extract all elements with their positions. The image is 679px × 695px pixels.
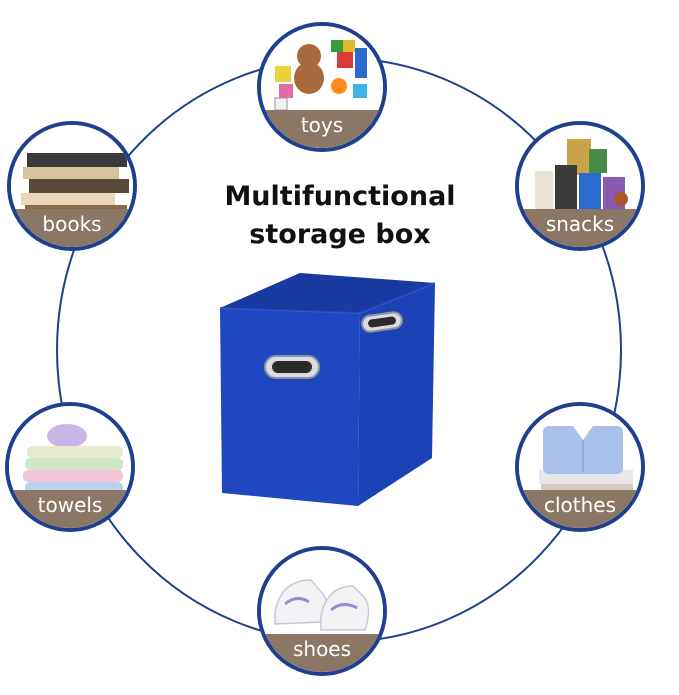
category-label-band: toys (261, 110, 383, 148)
category-label-books: books (42, 212, 102, 236)
category-badge-books: books (7, 121, 137, 251)
headline: Multifunctional storage box (190, 178, 490, 254)
category-label-towels: towels (37, 493, 103, 517)
category-label-band: shoes (261, 634, 383, 672)
category-badge-snacks: snacks (515, 121, 645, 251)
box-front (220, 308, 360, 506)
category-label-band: towels (9, 490, 131, 528)
storage-box-image (219, 273, 436, 506)
category-badge-towels: towels (5, 402, 135, 532)
category-badge-clothes: clothes (515, 402, 645, 532)
category-label-shoes: shoes (292, 637, 352, 661)
category-label-band: clothes (519, 490, 641, 528)
category-label-clothes: clothes (543, 493, 617, 517)
category-label-band: books (11, 209, 133, 247)
category-label-toys: toys (300, 113, 344, 137)
category-badge-toys: toys (257, 22, 387, 152)
headline-line-1: Multifunctional (224, 181, 456, 212)
category-label-snacks: snacks (545, 212, 615, 236)
headline-line-2: storage box (249, 219, 431, 250)
category-badge-shoes: shoes (257, 546, 387, 676)
category-label-band: snacks (519, 209, 641, 247)
box-right-side (358, 283, 435, 506)
